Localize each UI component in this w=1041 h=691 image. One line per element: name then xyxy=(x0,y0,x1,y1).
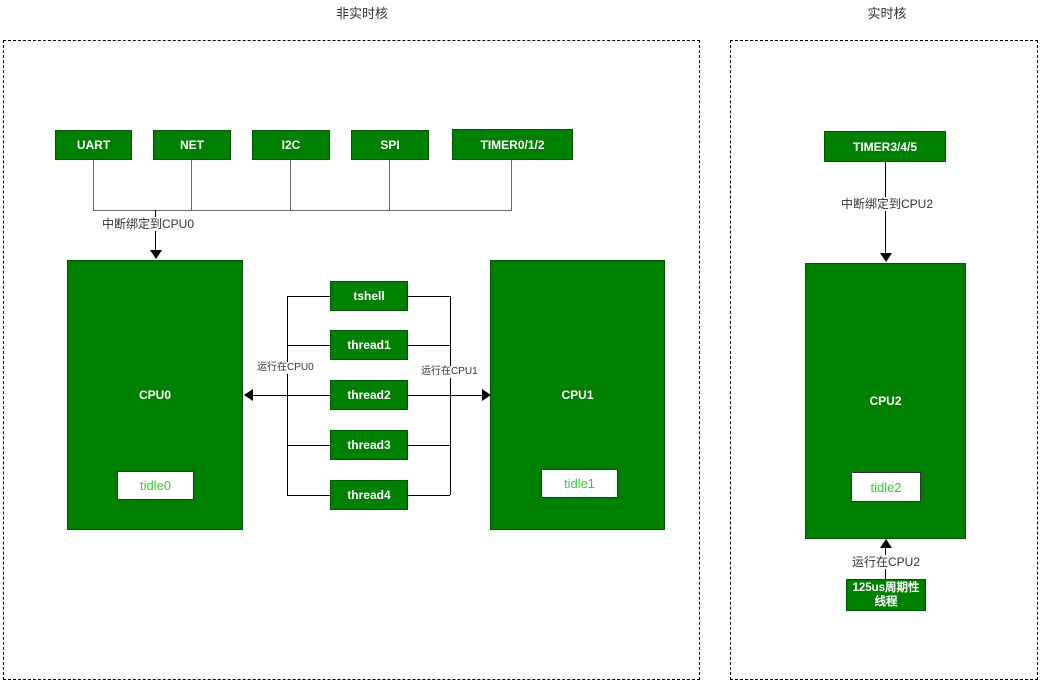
cpu1-box: CPU1 tidle1 xyxy=(490,260,665,530)
thread3-right-stub xyxy=(408,445,450,446)
non-realtime-core-title: 非实时核 xyxy=(335,6,388,21)
arrowhead-right-cpu1-icon xyxy=(482,389,491,401)
thread3-left-stub xyxy=(287,445,330,446)
non-realtime-core-panel xyxy=(3,40,700,680)
net-connector-line xyxy=(191,160,192,210)
tshell-right-stub xyxy=(408,296,450,297)
tidle2-box: tidle2 xyxy=(851,472,921,502)
i2c-connector-line xyxy=(290,160,291,210)
thread-box-thread3: thread3 xyxy=(330,430,408,460)
runs-on-cpu0-label: 运行在CPU0 xyxy=(257,362,314,374)
peripheral-box-uart: UART xyxy=(55,130,132,160)
periodic-thread-box: 125us周期性 线程 xyxy=(846,579,926,611)
cpu2-box: CPU2 tidle2 xyxy=(805,263,966,539)
realtime-core-title: 实时核 xyxy=(867,6,907,21)
arrowhead-down-cpu0-icon xyxy=(150,250,162,259)
uart-connector-line xyxy=(93,160,94,210)
runs-on-cpu2-label: 运行在CPU2 xyxy=(851,555,922,569)
periodic-thread-line2: 线程 xyxy=(874,596,898,608)
cpu1-label: CPU1 xyxy=(561,388,594,402)
thread4-right-stub xyxy=(408,495,450,496)
interrupt-binding-cpu2-label: 中断绑定到CPU2 xyxy=(840,197,935,211)
tidle0-box: tidle0 xyxy=(117,471,194,500)
peripheral-box-timer345: TIMER3/4/5 xyxy=(824,131,946,162)
spi-connector-line xyxy=(389,160,390,210)
peripheral-box-spi: SPI xyxy=(351,130,429,160)
tshell-left-stub xyxy=(287,296,330,297)
peripheral-box-net: NET xyxy=(153,130,231,160)
timer012-connector-line xyxy=(511,160,512,210)
interrupt-binding-cpu0-label: 中断绑定到CPU0 xyxy=(101,217,196,231)
cpu0-label: CPU0 xyxy=(138,388,171,402)
cpu0-box: CPU0 tidle0 xyxy=(67,260,243,530)
realtime-core-panel xyxy=(730,40,1038,680)
thread1-left-stub xyxy=(287,345,330,346)
tidle1-box: tidle1 xyxy=(541,469,618,498)
thread4-left-stub xyxy=(287,495,330,496)
arrowhead-left-cpu0-icon xyxy=(244,389,253,401)
interrupt-bus-line xyxy=(93,210,512,211)
arrowhead-up-cpu2-icon xyxy=(880,539,892,548)
periodic-thread-line1: 125us周期性 xyxy=(852,582,920,594)
thread1-right-stub xyxy=(408,345,450,346)
thread-box-thread2: thread2 xyxy=(330,380,408,410)
cpu2-label: CPU2 xyxy=(869,394,902,408)
arrowhead-down-cpu2-icon xyxy=(880,253,892,262)
runs-on-cpu1-label: 运行在CPU1 xyxy=(421,366,478,378)
thread-box-tshell: tshell xyxy=(330,281,408,311)
peripheral-box-i2c: I2C xyxy=(252,130,330,160)
peripheral-box-timer012: TIMER0/1/2 xyxy=(452,129,573,160)
thread-box-thread1: thread1 xyxy=(330,330,408,360)
thread-box-thread4: thread4 xyxy=(330,480,408,510)
